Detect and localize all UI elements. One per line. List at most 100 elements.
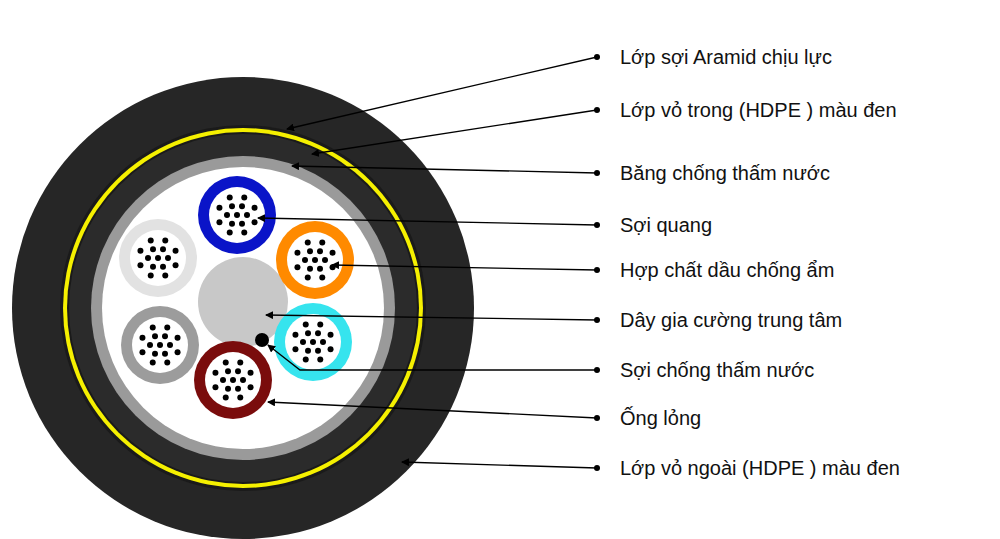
aramid-layer: [63, 128, 423, 488]
optical-fiber: [322, 257, 328, 263]
optical-fiber: [139, 349, 145, 355]
optical-fiber: [167, 342, 173, 348]
optical-fiber: [230, 377, 236, 383]
optical-fiber: [175, 335, 181, 341]
optical-fiber: [317, 321, 323, 327]
optical-fiber: [162, 237, 168, 243]
optical-fiber: [165, 255, 171, 261]
optical-fiber: [212, 384, 218, 390]
optical-fiber: [303, 357, 309, 363]
loose-tube: [198, 176, 276, 254]
optical-fiber: [224, 212, 230, 218]
optical-fiber: [248, 370, 254, 376]
optical-fiber: [173, 248, 179, 254]
optical-fiber: [212, 370, 218, 376]
callout-label: Hợp chất dầu chống ẩm: [620, 258, 834, 282]
optical-fiber: [292, 332, 298, 338]
optical-fiber: [150, 246, 156, 252]
optical-fiber: [234, 212, 240, 218]
optical-fiber: [220, 377, 226, 383]
optical-fiber: [148, 237, 154, 243]
optical-fiber: [227, 230, 233, 236]
tube-gel: [287, 232, 343, 288]
tube-gel: [209, 187, 265, 243]
optical-fiber: [227, 194, 233, 200]
optical-fiber: [235, 368, 241, 374]
optical-fiber: [310, 339, 316, 345]
loose-tube: [276, 221, 354, 299]
optical-fiber: [164, 324, 170, 330]
optical-fiber: [328, 332, 334, 338]
optical-fiber: [139, 335, 145, 341]
loose-tube: [121, 306, 199, 384]
optical-fiber: [148, 273, 154, 279]
optical-fiber: [317, 248, 323, 254]
optical-fiber: [150, 360, 156, 366]
tube-gel: [205, 352, 261, 408]
optical-fiber: [239, 203, 245, 209]
optical-fiber: [162, 351, 168, 357]
optical-fiber: [305, 348, 311, 354]
tube-gel: [285, 314, 341, 370]
loose-tubes: [119, 176, 354, 419]
optical-fiber: [162, 273, 168, 279]
optical-fiber: [225, 386, 231, 392]
optical-fiber: [315, 330, 321, 336]
optical-fiber: [240, 377, 246, 383]
optical-fiber: [237, 395, 243, 401]
callout-label: Sợi chống thấm nước: [620, 358, 814, 382]
optical-fiber: [252, 219, 258, 225]
leader-lines: [258, 57, 597, 468]
optical-fiber: [157, 342, 163, 348]
optical-fiber: [312, 257, 318, 263]
optical-fiber: [229, 221, 235, 227]
optical-fiber: [292, 346, 298, 352]
optical-fiber: [307, 248, 313, 254]
optical-fiber: [155, 255, 161, 261]
water-blocking-yarn: [255, 333, 269, 347]
optical-fiber: [225, 368, 231, 374]
water-blocking-tape: [91, 156, 395, 460]
optical-fiber: [307, 266, 313, 272]
callout-label: Ống lỏng: [620, 406, 701, 430]
optical-fiber: [175, 349, 181, 355]
optical-fiber: [300, 339, 306, 345]
optical-fiber: [248, 384, 254, 390]
optical-fiber: [320, 339, 326, 345]
optical-fiber: [239, 221, 245, 227]
optical-fiber: [147, 342, 153, 348]
optical-fiber: [137, 262, 143, 268]
tube-gel: [132, 317, 188, 373]
optical-fiber: [319, 275, 325, 281]
callout-label: Lớp sợi Aramid chịu lực: [620, 45, 832, 69]
central-strength-member: [198, 257, 288, 347]
optical-fiber: [305, 330, 311, 336]
optical-fiber: [305, 239, 311, 245]
optical-fiber: [229, 203, 235, 209]
optical-fiber: [235, 386, 241, 392]
callout-label: Sợi quang: [620, 213, 712, 237]
optical-fiber: [302, 257, 308, 263]
optical-fiber: [319, 239, 325, 245]
optical-fiber: [152, 333, 158, 339]
optical-fiber: [315, 348, 321, 354]
optical-fiber: [223, 395, 229, 401]
optical-fiber: [162, 333, 168, 339]
optical-fiber: [173, 262, 179, 268]
loose-tube: [119, 219, 197, 297]
optical-fiber: [145, 255, 151, 261]
callout-label: Lớp vỏ ngoài (HDPE ) màu đen: [620, 456, 900, 480]
optical-fiber: [216, 219, 222, 225]
optical-fiber: [294, 264, 300, 270]
leader-dots: [594, 54, 600, 471]
callout-label: Dây gia cường trung tâm: [620, 308, 842, 332]
inner-sheath: [69, 134, 417, 482]
optical-fiber: [241, 230, 247, 236]
optical-fiber: [223, 359, 229, 365]
core-filling: [102, 167, 384, 449]
outer-sheath: [12, 77, 474, 539]
optical-fiber: [237, 359, 243, 365]
optical-fiber: [330, 250, 336, 256]
optical-fiber: [216, 205, 222, 211]
optical-fiber: [150, 264, 156, 270]
